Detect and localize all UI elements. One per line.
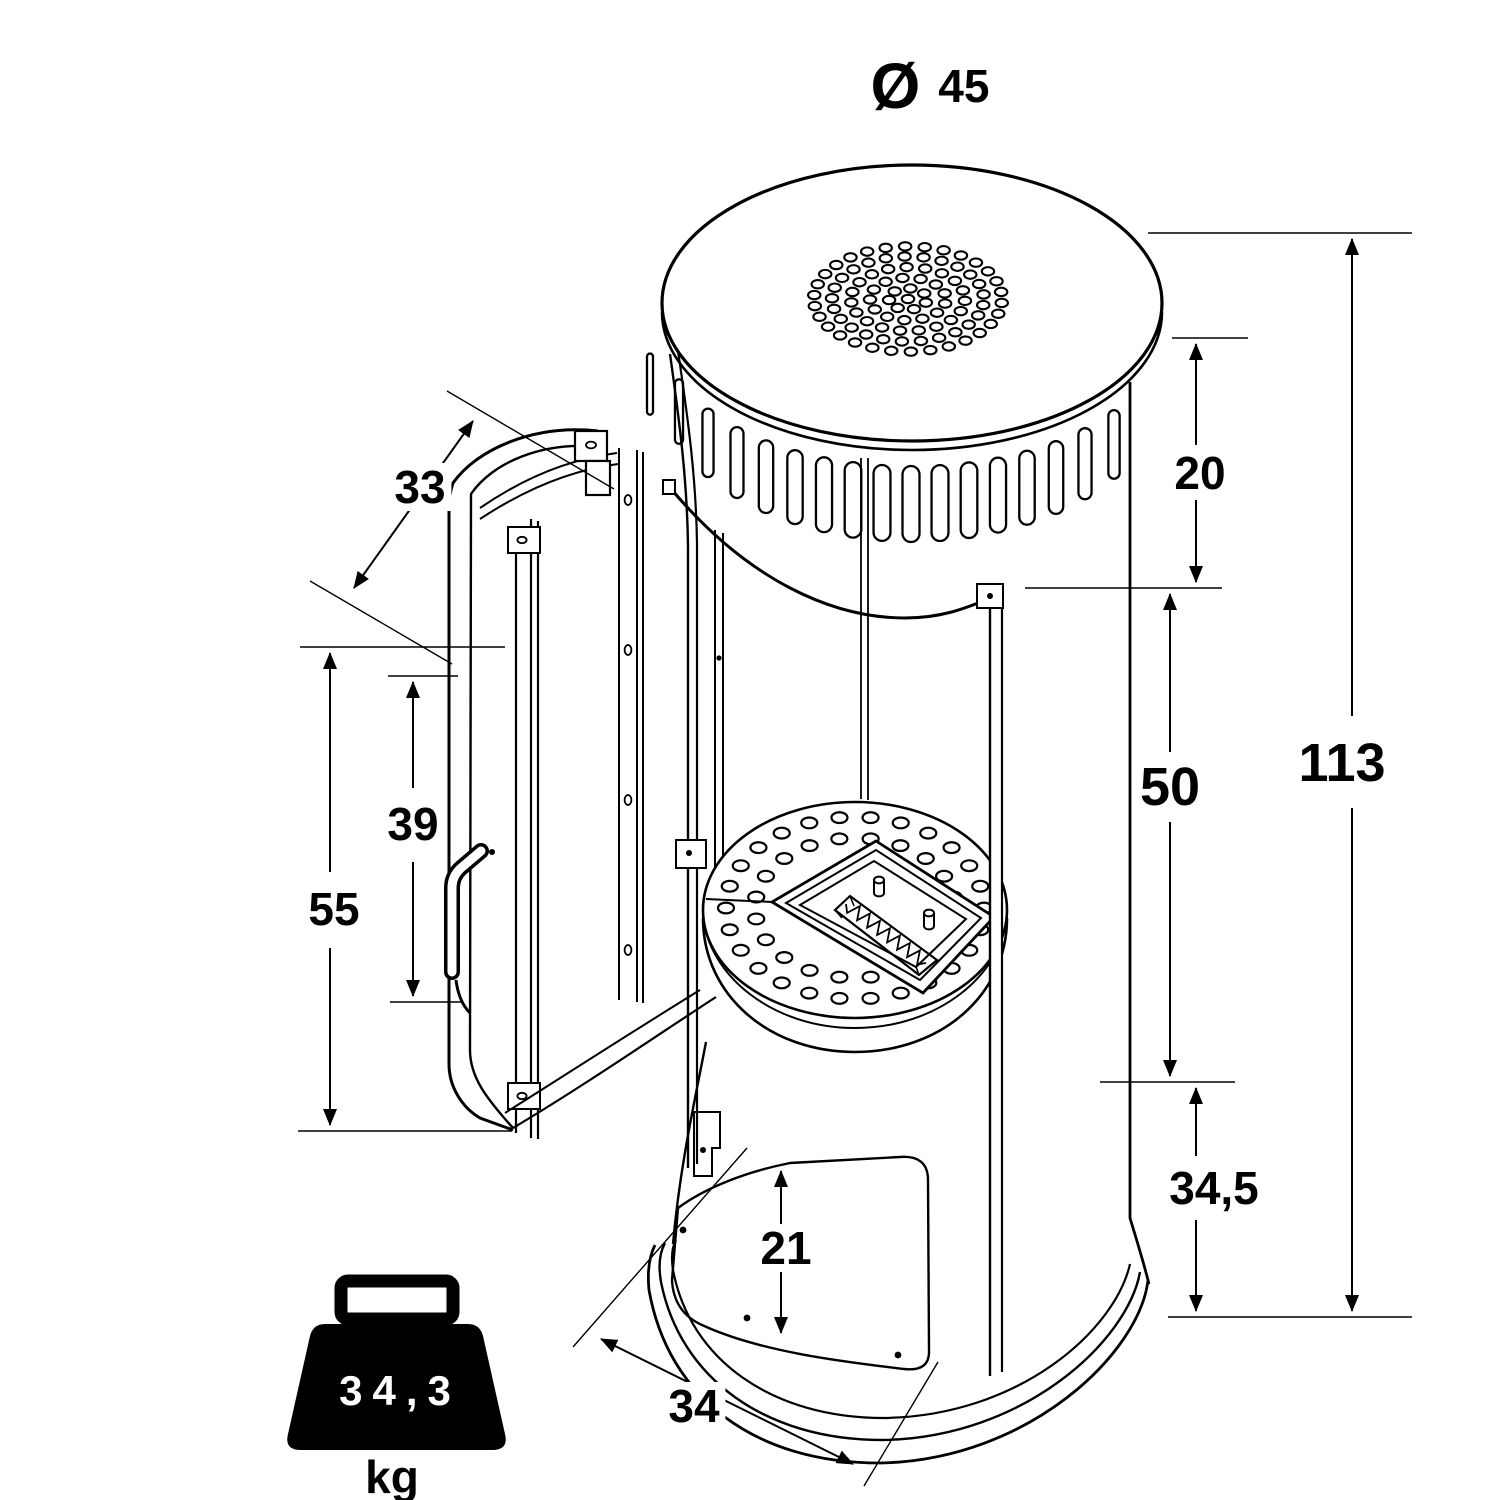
diameter-value: 45	[938, 60, 990, 112]
stove-shell	[645, 163, 1164, 1285]
dimension-door-height	[298, 646, 512, 1132]
door-face-bottom	[512, 996, 717, 1129]
door-stile	[514, 519, 540, 1139]
dim-label-glass-height: 39	[381, 800, 445, 848]
top-rim	[660, 311, 1164, 452]
dim-label-chamber-height: 50	[1133, 759, 1207, 815]
dimension-total-height	[1148, 232, 1412, 1318]
burner-wick-zigzag	[845, 903, 927, 966]
dimension-chamber-height	[1100, 593, 1235, 1083]
panel-bracket	[693, 1111, 721, 1177]
glass-clamp-bar	[618, 448, 644, 1003]
door-hinge-mid	[675, 839, 707, 869]
vent-slot-band	[645, 352, 1121, 544]
door-handle	[444, 843, 489, 1015]
dimension-top-section	[1025, 337, 1248, 589]
door-hinge-top	[573, 429, 612, 497]
burner-peg	[923, 908, 935, 931]
dim-label-base-width: 34	[662, 1382, 726, 1430]
weight-value: 34,3	[339, 1367, 461, 1414]
right-silhouette	[1128, 382, 1151, 1285]
top-plate	[660, 163, 1164, 443]
pedestal-drum	[670, 1041, 931, 1371]
door-opening-top-edge	[670, 489, 989, 620]
dim-label-total-height: 113	[1292, 735, 1392, 791]
access-panel	[670, 1155, 931, 1371]
right-frame-post	[976, 583, 1004, 1376]
weight-icon	[287, 1274, 506, 1450]
door-catch-tab	[662, 479, 676, 495]
dim-label-door-height: 55	[302, 885, 366, 933]
dim-label-base-section: 34,5	[1163, 1164, 1265, 1212]
dimension-lines	[298, 232, 1412, 1487]
top-perforation	[807, 241, 1009, 357]
dim-label-door-chord: 33	[388, 463, 452, 511]
dim-label-top-section: 20	[1168, 449, 1232, 497]
diameter-callout: Ø 45	[871, 54, 990, 118]
burner-peg	[873, 875, 885, 898]
dimension-glass-height	[388, 675, 462, 1003]
dimension-base-width	[572, 1147, 939, 1487]
weight-unit: kg	[365, 1451, 419, 1500]
diameter-symbol: Ø	[870, 50, 921, 122]
stove-door	[444, 428, 717, 1139]
burner-platform	[701, 800, 1009, 1054]
dim-label-panel-height: 21	[754, 1224, 818, 1272]
dimension-door-chord	[309, 390, 615, 665]
